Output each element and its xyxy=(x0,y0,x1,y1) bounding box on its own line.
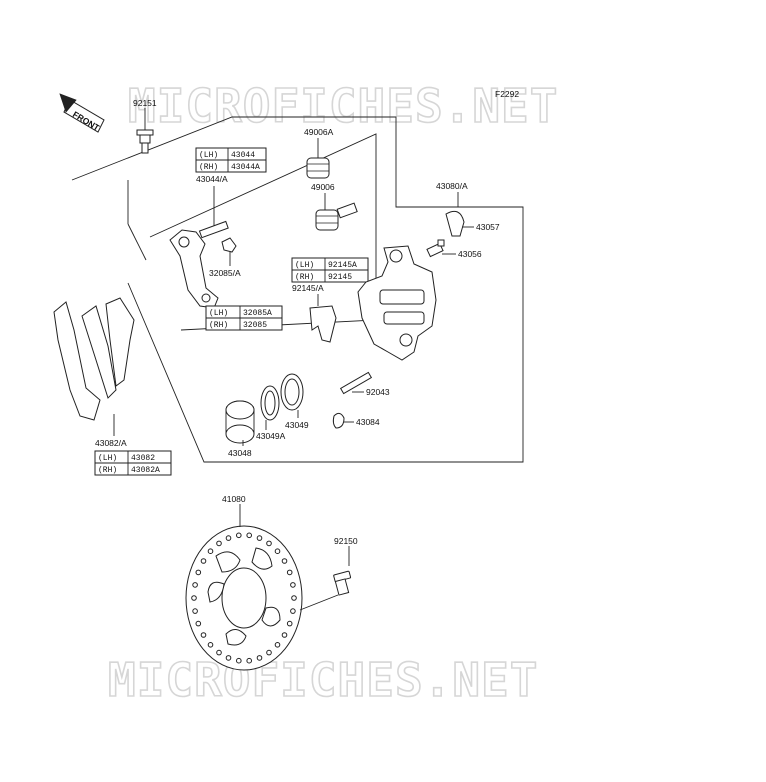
bleeder-valve-43056 xyxy=(426,239,445,258)
front-arrow-icon: FRONT xyxy=(59,93,105,133)
disc-hole xyxy=(216,540,222,547)
boot-49006 xyxy=(315,202,358,231)
label-92150: 92150 xyxy=(334,536,358,546)
disc-hole xyxy=(286,569,293,576)
clip-43084 xyxy=(332,412,345,429)
svg-text:(RH): (RH) xyxy=(295,273,314,282)
bolt-92151 xyxy=(136,129,154,154)
svg-text:32085A: 32085A xyxy=(243,309,272,318)
svg-text:32085: 32085 xyxy=(243,321,267,330)
bolt-92150 xyxy=(333,570,352,596)
disc-hole xyxy=(246,532,252,539)
watermark-bottom: MICROFICHES.NET xyxy=(108,653,538,707)
assembly-boundary xyxy=(71,116,524,463)
svg-text:(LH): (LH) xyxy=(98,454,117,463)
piston-seal-43049 xyxy=(280,373,304,411)
disc-hole xyxy=(256,655,263,661)
disc-hole xyxy=(266,649,272,656)
disc-hole xyxy=(192,582,198,588)
label-92145a: 92145/A xyxy=(292,283,324,293)
table-43044: (LH) 43044 (RH) 43044A xyxy=(195,147,267,173)
table-43082: (LH) 43082 (RH) 43082A xyxy=(94,450,172,476)
disc-hole xyxy=(216,649,222,656)
label-43057: 43057 xyxy=(476,222,500,232)
label-92151: 92151 xyxy=(133,98,157,108)
label-43044a: 43044/A xyxy=(196,174,228,184)
table-32085: (LH) 32085A (RH) 32085 xyxy=(205,305,283,331)
brake-disc-41080 xyxy=(185,525,303,671)
disc-hole xyxy=(225,535,232,541)
leader xyxy=(127,223,147,261)
disc-hole xyxy=(207,642,214,648)
label-43082a: 43082/A xyxy=(95,438,127,448)
label-43080a: 43080/A xyxy=(436,181,468,191)
table-92145: (LH) 92145A (RH) 92145 xyxy=(291,257,369,283)
disc-hole xyxy=(281,632,288,638)
label-32085a: 32085/A xyxy=(209,268,241,278)
disc-hole xyxy=(246,657,252,664)
clip-32085 xyxy=(221,237,237,253)
pad-spring-92145 xyxy=(309,305,337,343)
label-43048: 43048 xyxy=(228,448,252,458)
disc-hole xyxy=(192,608,198,614)
svg-text:92145A: 92145A xyxy=(328,261,357,270)
boot-49006a xyxy=(306,157,330,179)
svg-text:(RH): (RH) xyxy=(199,163,218,172)
piston-43048 xyxy=(225,400,255,444)
svg-text:(LH): (LH) xyxy=(199,151,218,160)
label-43049a: 43049A xyxy=(256,431,286,441)
disc-hole xyxy=(195,620,202,627)
svg-text:(RH): (RH) xyxy=(209,321,228,330)
disc-hole xyxy=(191,595,197,601)
disc-hole xyxy=(286,620,293,627)
disc-hole xyxy=(290,608,296,614)
disc-hole xyxy=(236,532,242,539)
label-49006a: 49006A xyxy=(304,127,334,137)
caliper-body xyxy=(357,245,437,361)
disc-hole xyxy=(274,642,281,648)
svg-text:(RH): (RH) xyxy=(98,466,117,475)
figure-code: F2292 xyxy=(495,89,519,99)
disc-hole xyxy=(266,540,272,547)
disc-hole xyxy=(290,582,296,588)
disc-hole xyxy=(207,548,214,555)
disc-hole xyxy=(195,569,202,576)
disc-hole xyxy=(200,558,207,564)
disc-hole xyxy=(281,558,288,564)
bleeder-cap-43057 xyxy=(445,210,465,237)
svg-text:43044A: 43044A xyxy=(231,163,260,172)
caliper-bracket xyxy=(169,220,229,309)
label-41080: 41080 xyxy=(222,494,246,504)
dust-seal-43049a xyxy=(260,385,280,421)
svg-text:(LH): (LH) xyxy=(209,309,228,318)
svg-text:43082A: 43082A xyxy=(131,466,160,475)
label-49006: 49006 xyxy=(311,182,335,192)
pin-92043 xyxy=(339,371,373,395)
label-43084: 43084 xyxy=(356,417,380,427)
svg-text:(LH): (LH) xyxy=(295,261,314,270)
disc-hole xyxy=(274,548,281,555)
label-92043: 92043 xyxy=(366,387,390,397)
svg-text:43044: 43044 xyxy=(231,151,255,160)
label-43049: 43049 xyxy=(285,420,309,430)
disc-hole xyxy=(291,595,297,601)
disc-hole xyxy=(236,657,242,664)
label-43056: 43056 xyxy=(458,249,482,259)
watermark-top: MICROFICHES.NET xyxy=(128,79,558,133)
brake-pads-43082 xyxy=(53,297,135,421)
svg-text:43082: 43082 xyxy=(131,454,155,463)
disc-hole xyxy=(225,655,232,661)
svg-text:92145: 92145 xyxy=(328,273,352,282)
disc-hole xyxy=(256,535,263,541)
disc-hole xyxy=(200,632,207,638)
